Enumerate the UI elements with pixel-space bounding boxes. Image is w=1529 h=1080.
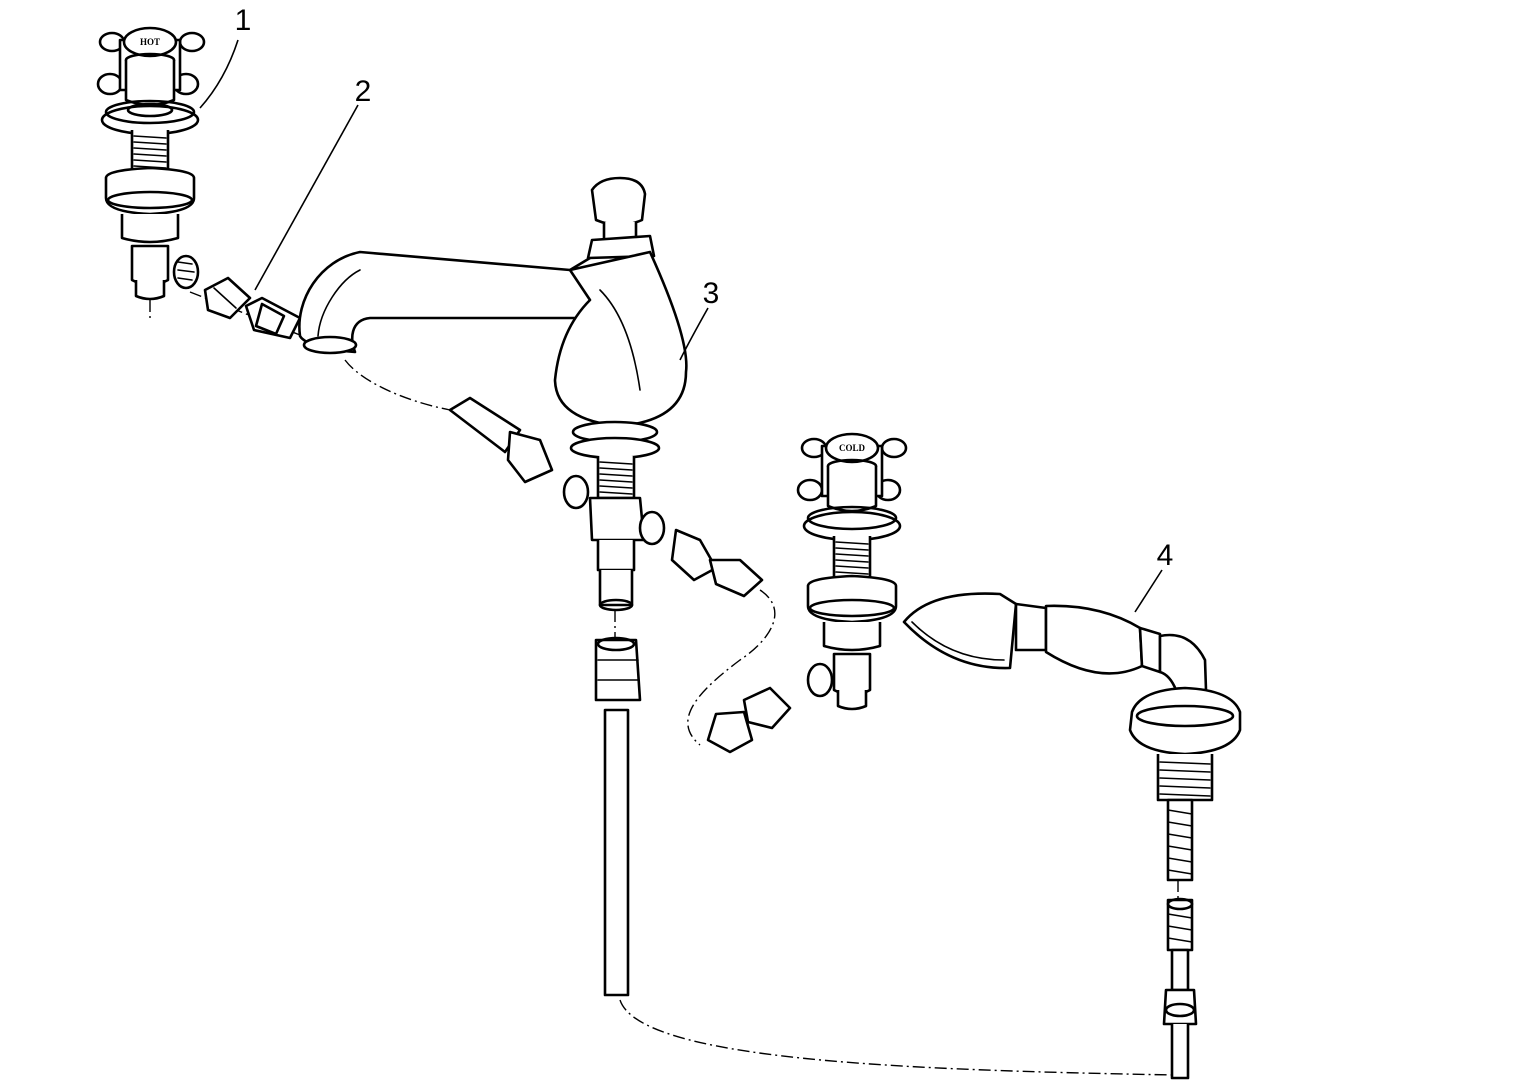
- leader-3: [680, 308, 708, 360]
- hand-shower-threads: [1160, 762, 1210, 796]
- cold-label: COLD: [839, 443, 866, 453]
- leader-4: [1135, 570, 1162, 612]
- leader-2: [255, 105, 358, 290]
- cold-valve-part: COLD: [708, 434, 906, 752]
- leader-lines: [200, 40, 1162, 612]
- callout-4: 4: [1157, 539, 1174, 572]
- hot-valve-part: HOT: [98, 28, 204, 299]
- callout-1: 1: [235, 4, 252, 37]
- hand-shower-part: [904, 594, 1240, 1078]
- spout-body-part: [299, 178, 762, 995]
- callout-3: 3: [703, 277, 720, 310]
- callout-2: 2: [355, 75, 372, 108]
- leader-1: [200, 40, 238, 108]
- spout-body-threads: [600, 462, 632, 494]
- hot-valve-threads: [134, 136, 166, 174]
- cold-valve-threads: [836, 542, 868, 580]
- hot-connector-part: [205, 278, 300, 338]
- hot-label: HOT: [140, 37, 160, 47]
